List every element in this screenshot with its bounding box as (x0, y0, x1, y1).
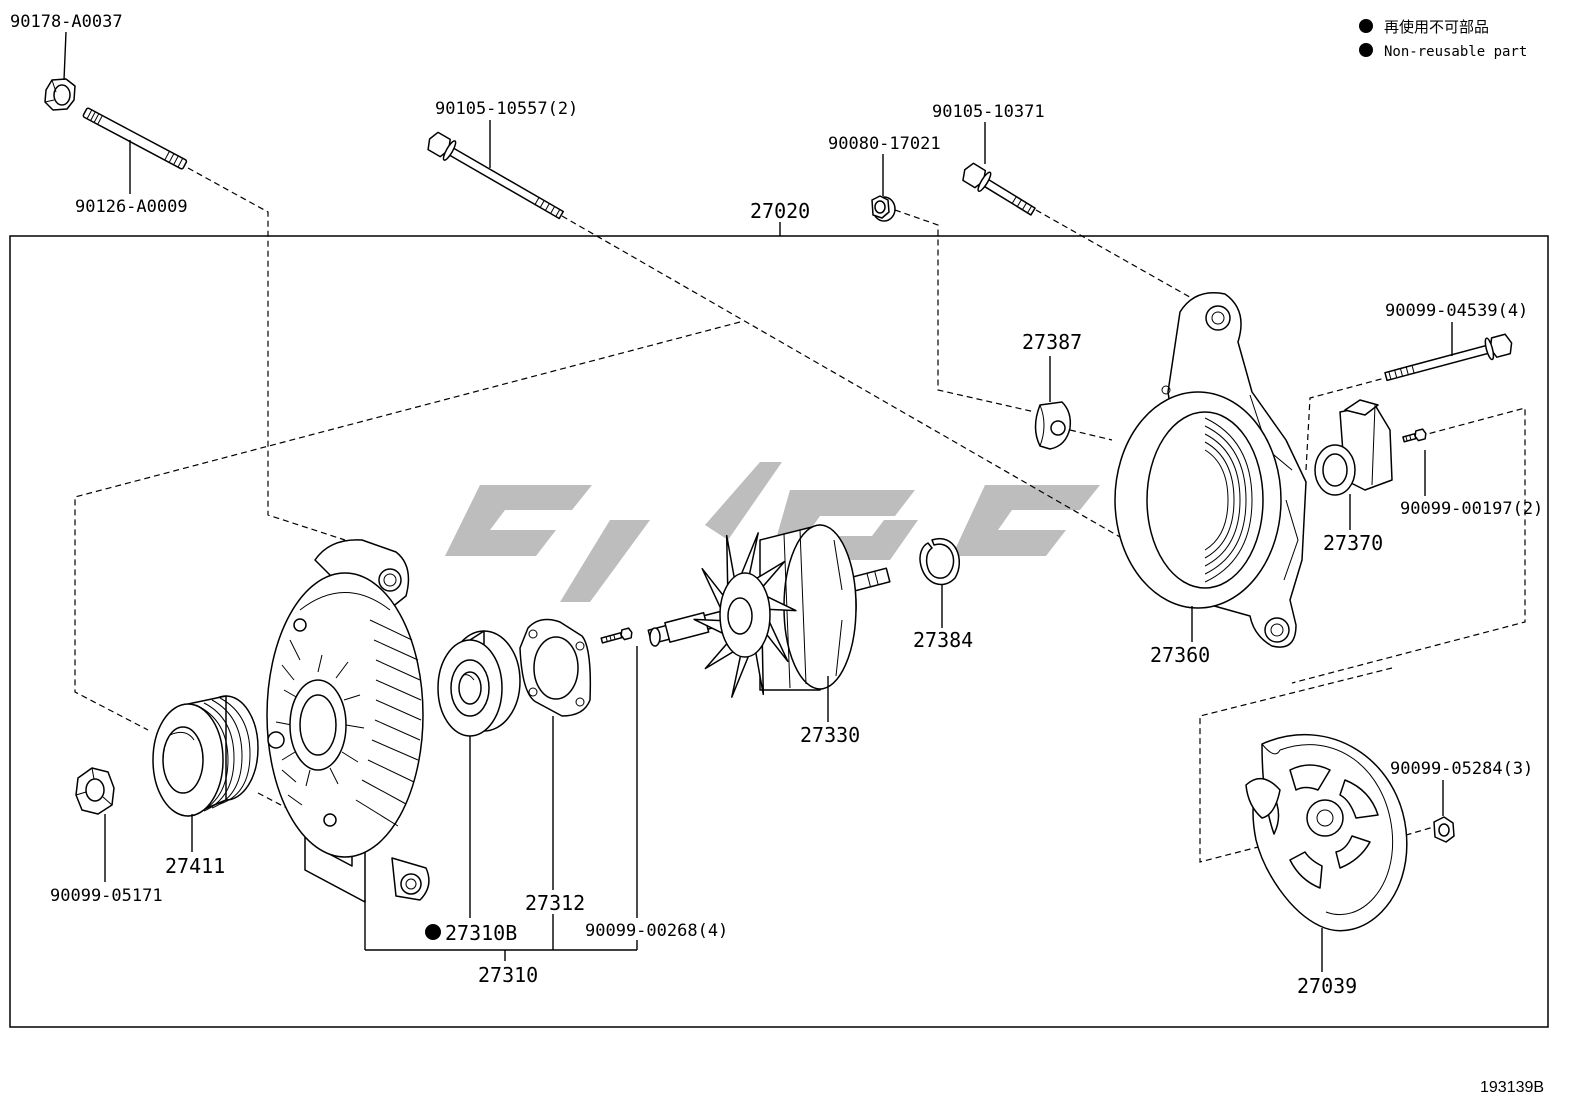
label-27312: 27312 (525, 891, 585, 915)
part-27387 (1034, 401, 1072, 450)
label-90178-a0037: 90178-A0037 (10, 12, 123, 32)
nut-90099-05171 (75, 767, 115, 815)
legend-text-jp: 再使用不可部品 (1384, 18, 1489, 36)
label-27384: 27384 (913, 628, 973, 652)
legend-bullet-jp (1359, 19, 1373, 33)
label-90099-00268: 90099-00268(4) (585, 921, 728, 941)
label-27360: 27360 (1150, 643, 1210, 667)
bracket-27310 (364, 646, 638, 961)
label-90099-04539: 90099-04539(4) (1385, 301, 1528, 321)
label-27310: 27310 (478, 963, 538, 987)
cover-27039 (1245, 734, 1408, 932)
label-27020: 27020 (750, 199, 810, 223)
label-27387: 27387 (1022, 330, 1082, 354)
rear-frame-27360 (1114, 292, 1307, 648)
pulley-27411 (152, 695, 259, 817)
stud-90126-a0009 (82, 107, 188, 170)
nut-90099-05284 (1433, 816, 1455, 843)
dashed-assembly-lines (74, 167, 1526, 863)
bolt-90105-10557 (427, 131, 564, 220)
legend: 再使用不可部品 Non-reusable part (1359, 18, 1527, 60)
legend-bullet-en (1359, 43, 1373, 57)
snap-ring-27384 (919, 537, 960, 586)
leader-90178-a0037 (63, 31, 67, 81)
rotor-27330 (647, 524, 891, 698)
label-90105-10371: 90105-10371 (932, 102, 1045, 122)
part-27370 (1314, 399, 1393, 496)
legend-text-en: Non-reusable part (1384, 44, 1527, 60)
label-90105-10557: 90105-10557(2) (435, 99, 578, 119)
assembly-frame (9, 235, 1549, 1028)
part-labels: 90178-A0037 90126-A0009 90105-10557(2) 9… (10, 12, 1543, 998)
screw-90099-00268 (600, 627, 633, 644)
label-90080-17021: 90080-17021 (828, 134, 941, 154)
front-frame-27310b (266, 539, 430, 903)
bearing (437, 630, 521, 737)
plate-27312 (519, 618, 592, 717)
label-90099-05284: 90099-05284(3) (1390, 759, 1533, 779)
figure-id: 193139B (1480, 1079, 1544, 1096)
label-27310b: 27310B (445, 921, 517, 945)
label-90099-00197: 90099-00197(2) (1400, 499, 1543, 519)
label-27411: 27411 (165, 854, 225, 878)
bolt-90105-10371 (962, 162, 1036, 216)
label-90099-05171: 90099-05171 (50, 886, 163, 906)
nut-90178-a0037 (44, 78, 76, 111)
label-90126-a0009: 90126-A0009 (75, 197, 188, 217)
label-27370: 27370 (1323, 531, 1383, 555)
screw-90099-00197 (1402, 428, 1427, 443)
non-reusable-marker-27310b (425, 924, 441, 940)
bolt-90099-04539 (1384, 333, 1513, 382)
nut-90080-17021 (871, 195, 896, 222)
label-27330: 27330 (800, 723, 860, 747)
label-27039: 27039 (1297, 974, 1357, 998)
